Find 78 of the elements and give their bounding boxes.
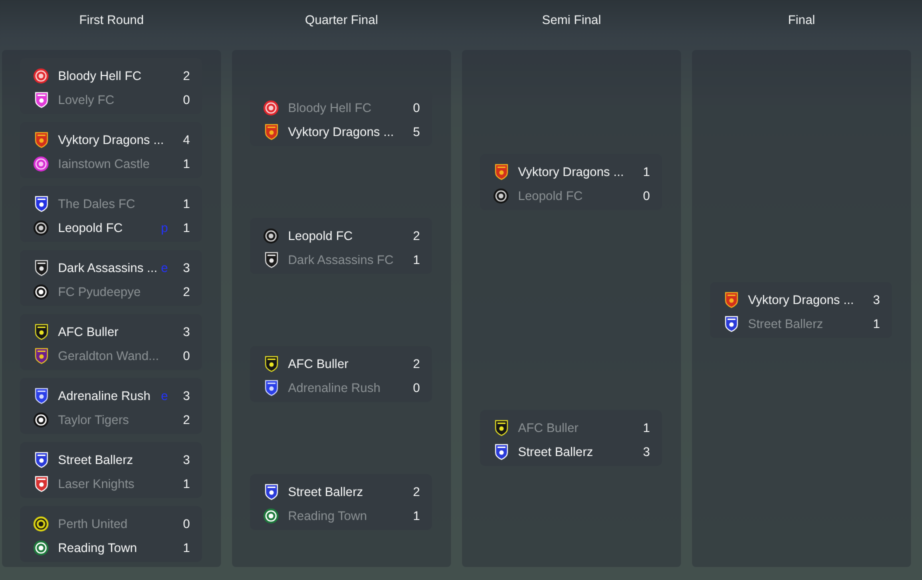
score: 2: [412, 485, 420, 499]
match-card: [20, 506, 202, 562]
score: 1: [642, 421, 650, 435]
score: 3: [182, 389, 190, 403]
score: 2: [182, 285, 190, 299]
team-name: Vyktory Dragons ...: [58, 133, 165, 147]
team-name: Perth United: [58, 517, 128, 531]
score: 1: [872, 317, 880, 331]
score: 1: [412, 253, 420, 267]
team-name: Reading Town: [58, 541, 138, 555]
score: 3: [182, 261, 190, 275]
team-name: Bloody Hell FC: [288, 101, 372, 115]
score: 1: [182, 197, 190, 211]
team-name: Leopold FC: [518, 189, 584, 203]
team-name: Laser Knights: [58, 477, 136, 491]
score: 2: [182, 413, 190, 427]
score: 2: [412, 229, 420, 243]
score: 2: [182, 69, 190, 83]
team-name: Vyktory Dragons ...: [288, 125, 395, 139]
score: 0: [182, 517, 190, 531]
team-name: Dark Assassins ...: [58, 261, 158, 275]
team-name: Leopold FC: [58, 221, 124, 235]
score: 5: [412, 125, 420, 139]
team-name: Iainstown Castle: [58, 157, 151, 171]
round-heading: First Round: [79, 12, 144, 28]
team-name: FC Pyudeepye: [58, 285, 142, 299]
result-marker: e: [161, 389, 168, 403]
score: 4: [182, 133, 190, 147]
score: 3: [182, 453, 190, 467]
match-card: [20, 250, 202, 306]
match-card: [250, 218, 432, 274]
team-name: Street Ballerz: [288, 485, 364, 499]
team-name: Adrenaline Rush: [58, 389, 152, 403]
team-name: Leopold FC: [288, 229, 354, 243]
score: 1: [182, 157, 190, 171]
match-card: [710, 282, 892, 338]
team-name: Adrenaline Rush: [288, 381, 382, 395]
score: 0: [412, 101, 420, 115]
score: 3: [182, 325, 190, 339]
team-name: Lovely FC: [58, 93, 116, 107]
round-heading: Semi Final: [542, 12, 602, 28]
match-card: [20, 442, 202, 498]
match-card: [20, 314, 202, 370]
score: 0: [182, 93, 190, 107]
team-name: Geraldton Wand...: [58, 349, 160, 363]
score: 1: [182, 477, 190, 491]
team-name: Street Ballerz: [58, 453, 134, 467]
match-card: [480, 410, 662, 466]
team-name: Taylor Tigers: [58, 413, 130, 427]
match-card: [250, 346, 432, 402]
score: 2: [412, 357, 420, 371]
team-name: Bloody Hell FC: [58, 69, 142, 83]
score: 0: [412, 381, 420, 395]
round-heading: Quarter Final: [305, 12, 378, 28]
match-card: [20, 186, 202, 242]
score: 1: [182, 221, 190, 235]
team-name: AFC Buller: [288, 357, 350, 371]
score: 0: [642, 189, 650, 203]
team-name: The Dales FC: [58, 197, 136, 211]
score: 1: [182, 541, 190, 555]
match-card: [250, 474, 432, 530]
result-marker: e: [161, 261, 168, 275]
team-name: Street Ballerz: [748, 317, 824, 331]
score: 3: [872, 293, 880, 307]
team-name: Dark Assassins FC: [288, 253, 395, 267]
score: 1: [642, 165, 650, 179]
score: 3: [642, 445, 650, 459]
result-marker: p: [161, 221, 168, 235]
team-name: Vyktory Dragons ...: [518, 165, 625, 179]
team-name: AFC Buller: [518, 421, 580, 435]
round-heading: Final: [788, 12, 816, 28]
team-name: Vyktory Dragons ...: [748, 293, 855, 307]
team-name: Reading Town: [288, 509, 368, 523]
team-name: AFC Buller: [58, 325, 120, 339]
match-card: [20, 378, 202, 434]
score: 0: [182, 349, 190, 363]
team-name: Street Ballerz: [518, 445, 594, 459]
score: 1: [412, 509, 420, 523]
